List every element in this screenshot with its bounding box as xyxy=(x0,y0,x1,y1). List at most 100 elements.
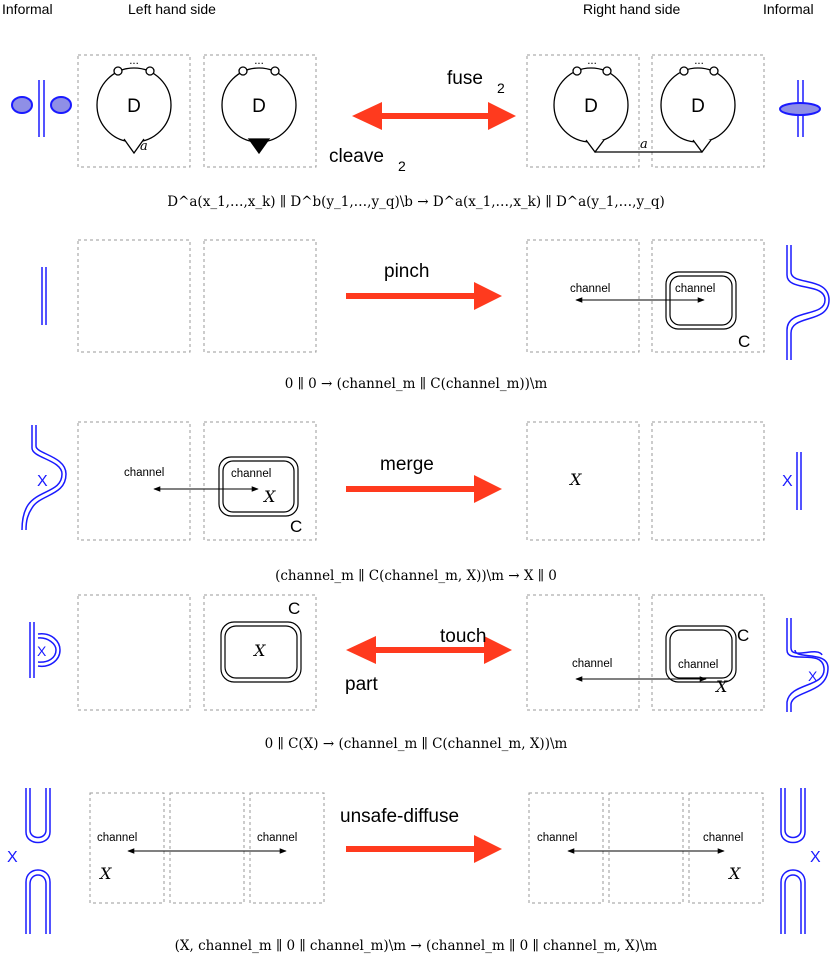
var-label: X xyxy=(262,487,276,506)
rhs-box-2 xyxy=(651,421,765,541)
header: Informal Left hand side Right hand side … xyxy=(2,1,814,17)
dots-label: ... xyxy=(694,55,704,67)
informal-touch-left-icon: X xyxy=(29,622,61,678)
dots-label: ... xyxy=(587,55,597,67)
merge-arrow xyxy=(346,475,502,503)
compartment-c: X C xyxy=(220,599,302,683)
d-label: D xyxy=(127,96,141,117)
informal-left-header: Informal xyxy=(2,1,53,17)
fuse-formula: D^a(x_1,…,x_k) ∥ D^b(y_1,…,y_q)\b → D^a(… xyxy=(167,194,664,210)
channel-label: channel xyxy=(572,658,612,670)
informal-var-x: X xyxy=(37,473,48,490)
var-label: X xyxy=(727,864,741,883)
compartment-label: C xyxy=(288,599,300,618)
lhs-box-2 xyxy=(203,239,317,353)
d-label: D xyxy=(691,96,705,117)
informal-var-x: X xyxy=(7,849,18,866)
d-node-open-port: ... D a xyxy=(96,55,172,155)
pinch-label: pinch xyxy=(384,261,429,282)
rhs-box-2 xyxy=(651,239,765,353)
cleave-subscript: 2 xyxy=(398,158,406,174)
d-label: D xyxy=(252,96,266,117)
port-label: a xyxy=(140,139,148,154)
part-label: part xyxy=(345,674,378,695)
rhs-box-1 xyxy=(526,239,640,353)
pinch-arrow xyxy=(346,282,502,310)
lhs-box-1 xyxy=(77,239,191,353)
lhs-box-2 xyxy=(203,421,317,541)
d-node-rhs-1: ... D xyxy=(553,55,629,154)
channel-label: channel xyxy=(678,659,718,671)
compartment-label: C xyxy=(737,626,749,645)
fuse-subscript: 2 xyxy=(497,80,505,96)
lhs-box-2 xyxy=(169,792,245,904)
cleave-label: cleave xyxy=(329,146,384,167)
compartment-label: C xyxy=(290,517,302,536)
informal-fuse-left-icon xyxy=(11,80,72,137)
rule-touch: X X C touch part channel channel X C xyxy=(29,594,829,752)
compartment-label: C xyxy=(738,332,750,351)
informal-pinch-left-icon xyxy=(41,267,47,325)
channel-label: channel xyxy=(675,283,715,295)
var-label: X xyxy=(568,470,582,489)
rule-unsafe-diffuse: X channel channel X unsafe-diffuse chann… xyxy=(7,788,821,954)
rhs-box-1 xyxy=(526,421,640,541)
lhs-box-1 xyxy=(77,54,191,168)
lhs-box-1 xyxy=(89,792,165,904)
lhs-box-3 xyxy=(249,792,325,904)
merge-formula: (channel_m ∥ C(channel_m, X))\m → X ∥ 0 xyxy=(275,568,557,584)
pinch-formula: 0 ∥ 0 → (channel_m ∥ C(channel_m))\m xyxy=(285,376,548,392)
rhs-box-1 xyxy=(526,54,640,168)
merge-label: merge xyxy=(380,454,434,475)
touch-part-double-arrow xyxy=(346,636,512,664)
rhs-box-2 xyxy=(651,54,765,168)
channel-label: channel xyxy=(703,832,743,844)
right-hand-side-header: Right hand side xyxy=(583,1,681,17)
rhs-box-2 xyxy=(651,594,765,711)
touch-label: touch xyxy=(440,626,486,647)
rule-fuse: ... D a ... D fuse 2 cleave 2 xyxy=(11,54,821,210)
informal-var-x: X xyxy=(810,849,821,866)
fuse-cleave-double-arrow xyxy=(352,102,516,130)
fuse-label: fuse xyxy=(447,68,483,89)
informal-var-x: X xyxy=(37,643,47,659)
lhs-box-2 xyxy=(203,594,317,711)
touch-formula: 0 ∥ C(X) → (channel_m ∥ C(channel_m, X))… xyxy=(265,736,568,752)
rule-merge: X channel channel X C merge X X (channel… xyxy=(21,421,802,584)
channel-label: channel xyxy=(257,832,297,844)
informal-touch-right-icon: X xyxy=(786,618,829,712)
rhs-box-2 xyxy=(608,792,684,904)
rhs-box-1 xyxy=(526,594,640,711)
port-label: a xyxy=(640,137,648,152)
unsafe-diffuse-formula: (X, channel_m ∥ 0 ∥ channel_m)\m → (chan… xyxy=(175,938,658,954)
channel-label: channel xyxy=(570,283,610,295)
channel-label: channel xyxy=(124,467,164,479)
informal-merge-right-icon: X xyxy=(782,452,802,510)
d-node-closed-port: ... D xyxy=(221,55,297,155)
informal-pinch-right-icon xyxy=(786,245,830,360)
compartment-c: channel C xyxy=(665,271,750,351)
rule-pinch: pinch channel channel C 0 ∥ 0 → (channel… xyxy=(41,239,830,392)
channel-label: channel xyxy=(231,468,271,480)
informal-var-x: X xyxy=(782,473,793,490)
unsafe-diffuse-arrow xyxy=(346,835,502,863)
lhs-box-1 xyxy=(77,421,191,541)
d-node-rhs-2: ... D xyxy=(660,55,736,154)
var-label: X xyxy=(252,641,266,660)
channel-label: channel xyxy=(97,832,137,844)
informal-diffuse-right-icon: X xyxy=(780,788,821,934)
var-label: X xyxy=(98,864,112,883)
d-label: D xyxy=(584,96,598,117)
compartment-c: channel X C xyxy=(665,625,749,696)
compartment-c: channel X C xyxy=(218,456,302,536)
informal-merge-left-icon: X xyxy=(21,425,67,531)
informal-diffuse-left-icon: X xyxy=(7,788,51,934)
rhs-box-1 xyxy=(528,792,604,904)
informal-right-header: Informal xyxy=(763,1,814,17)
informal-var-x: X xyxy=(808,668,818,684)
rhs-box-3 xyxy=(688,792,764,904)
lhs-box-1 xyxy=(77,594,191,711)
lhs-box-2 xyxy=(203,54,317,168)
dots-label: ... xyxy=(129,55,139,67)
